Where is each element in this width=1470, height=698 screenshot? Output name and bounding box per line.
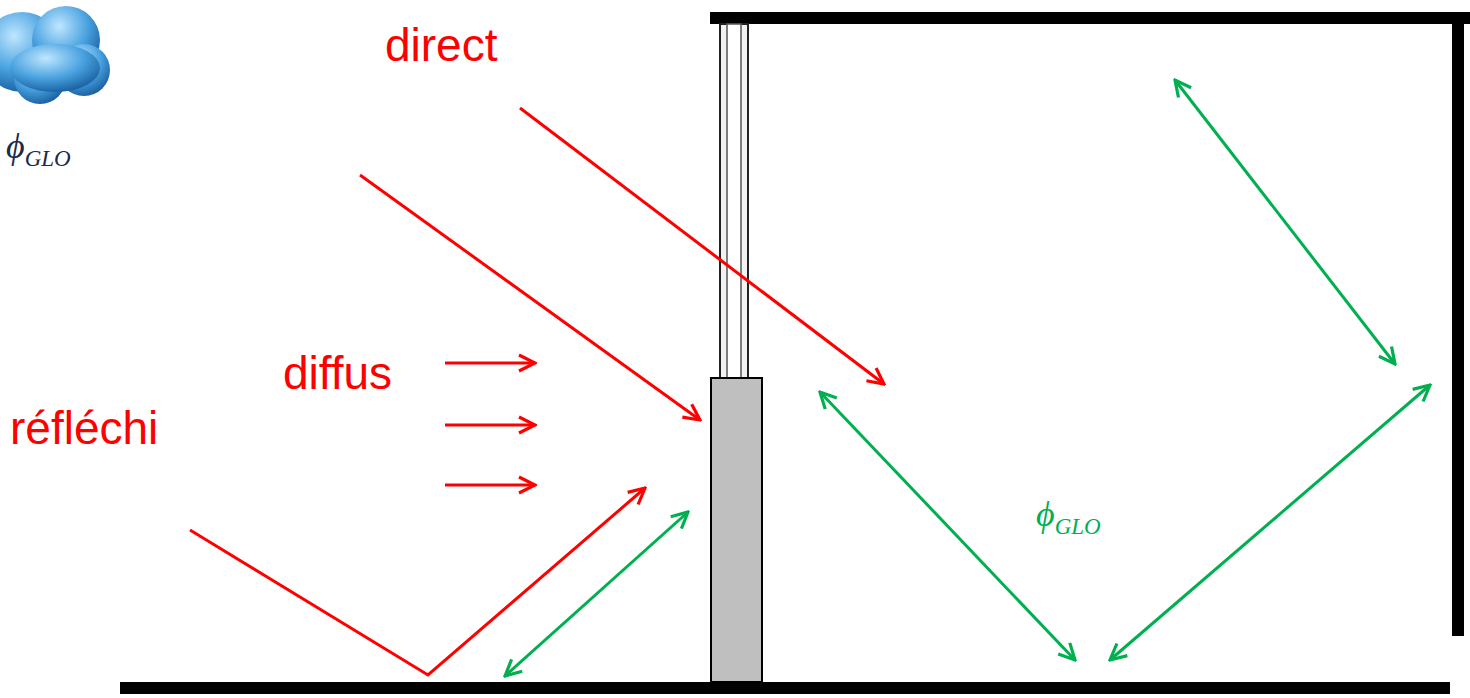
longwave-arrow (1110, 385, 1430, 660)
longwave-arrow (1175, 80, 1395, 364)
longwave-arrow (505, 512, 688, 676)
window-frame (720, 24, 748, 378)
diffuse-arrow (445, 362, 535, 365)
roof (710, 12, 1470, 24)
diffuse-arrow (445, 424, 535, 427)
radiation-label: réfléchi (10, 405, 158, 451)
flux-symbol: ϕGLO (1036, 496, 1101, 538)
diffuse-arrow (445, 484, 535, 487)
flux-symbol: ϕGLO (6, 128, 71, 170)
longwave-arrows (505, 80, 1430, 676)
direct-arrow (520, 108, 884, 384)
direct-arrow (360, 175, 700, 420)
reflected-arrow (190, 488, 645, 675)
solar-arrows (190, 108, 884, 675)
radiation-label: diffus (283, 350, 392, 396)
cloud-icon (0, 6, 110, 104)
radiation-label: direct (385, 22, 497, 68)
window-glass (727, 24, 741, 378)
wall-section (711, 378, 762, 682)
ground (120, 682, 1450, 694)
right-wall (1452, 12, 1464, 636)
